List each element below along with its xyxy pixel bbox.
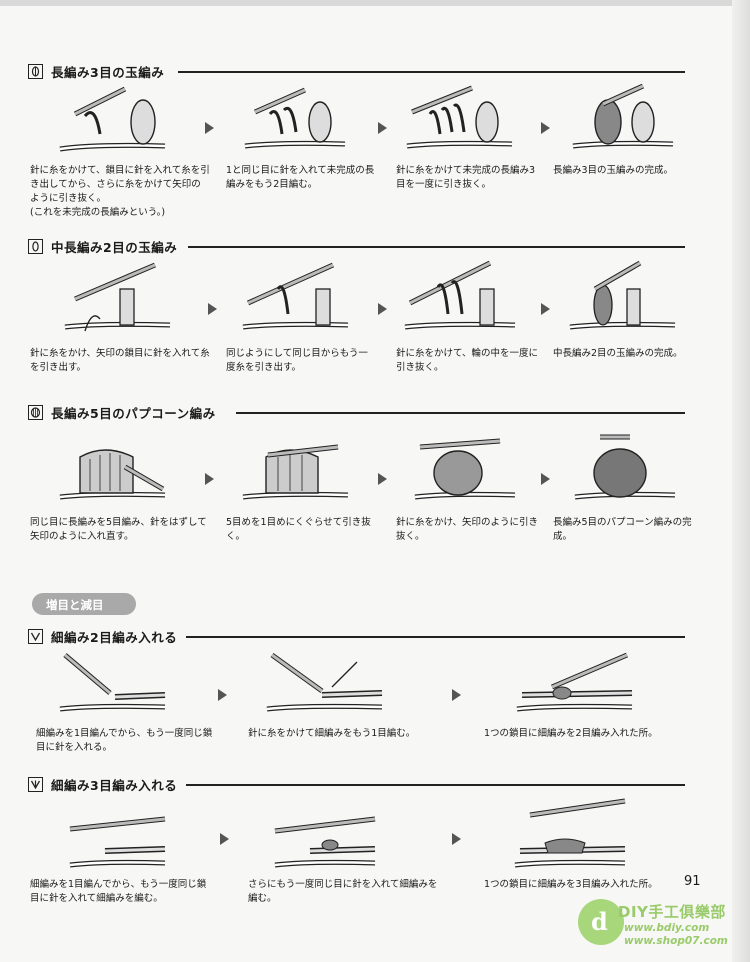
- section-rule: [186, 636, 685, 638]
- step-caption: 1つの鎖目に細編みを3目編み入れた所。: [484, 879, 658, 890]
- next-arrow-icon: [378, 303, 387, 315]
- step-illustration: [55, 427, 170, 507]
- step-caption: 同じ目に長編みを5目編み、針をはずして矢印のように入れ直す。: [30, 517, 207, 542]
- section-header: 中長編み2目の玉編み: [28, 237, 177, 255]
- section-header: 長編み3目の玉編み: [28, 62, 164, 80]
- step-caption: 針に糸をかけて、鎖目に針を入れて糸を引き出してから、さらに糸をかけて矢印のように…: [30, 165, 210, 218]
- section-title: 細編み2目編み入れる: [51, 629, 178, 645]
- category-pill: 増目と減目: [32, 593, 136, 615]
- step-illustration: [270, 795, 380, 875]
- next-arrow-icon: [541, 303, 550, 315]
- page-number: 91: [684, 874, 701, 889]
- step-caption: 細編みを1目編んでから、もう一度同じ鎖目に針を入れる。: [36, 728, 213, 753]
- logo-icon: d: [578, 899, 624, 945]
- section-rule: [178, 71, 685, 73]
- step-illustration: [510, 795, 630, 875]
- next-arrow-icon: [205, 473, 214, 485]
- popcorn-symbol-icon: [28, 404, 43, 420]
- bobble-symbol-icon: [28, 63, 43, 79]
- step-caption: 同じようにして同じ目からもう一度糸を引き出す。: [226, 348, 368, 373]
- section-hdc2-bobble: 中長編み2目の玉編み 針に糸をかけ、矢印の鎖目に針を入れて糸を引き出す。 同じよ…: [0, 237, 732, 387]
- step-illustration: [65, 795, 170, 875]
- next-arrow-icon: [541, 122, 550, 134]
- section-popcorn: 長編み5目のパプコーン編み 同じ目に長編みを5目編み、針をはずして矢印のように入…: [0, 403, 732, 563]
- next-arrow-icon: [452, 689, 461, 701]
- step-caption: 針に糸をかけて未完成の長編み3目を一度に引き抜く。: [396, 165, 536, 190]
- watermark-logo: d DIY手工俱樂部 www.bdiy.com www.shop07.com: [578, 895, 728, 955]
- section-rule: [186, 784, 685, 786]
- step-caption: 細編みを1目編んでから、もう一度同じ鎖目に針を入れて細編みを編む。: [30, 879, 207, 904]
- next-arrow-icon: [378, 122, 387, 134]
- step-caption: 長編み3目の玉編みの完成。: [553, 165, 674, 176]
- page-edge-top: [0, 0, 750, 6]
- logo-title: DIY手工俱樂部: [618, 903, 726, 921]
- step-illustration: [410, 427, 520, 507]
- step-caption: 1と同じ目に針を入れて未完成の長編みをもう2目編む。: [226, 165, 375, 190]
- section-rule: [188, 246, 685, 248]
- step-illustration: [400, 259, 520, 339]
- step-illustration: [240, 84, 350, 159]
- section-rule: [236, 412, 685, 414]
- step-illustration: [238, 427, 353, 507]
- step-illustration: [402, 84, 517, 159]
- next-arrow-icon: [218, 689, 227, 701]
- next-arrow-icon: [220, 833, 229, 845]
- step-illustration: [262, 647, 387, 719]
- page-edge-right: [732, 0, 750, 962]
- section-dc3-bobble: 長編み3目の玉編み 針に糸をかけて、鎖目に針を入れて糸を引き出してから、さらに糸…: [0, 62, 732, 232]
- step-illustration: [55, 84, 170, 159]
- step-caption: 針に糸をかけ、矢印のように引き抜く。: [396, 517, 539, 542]
- section-title: 長編み5目のパプコーン編み: [51, 405, 216, 421]
- next-arrow-icon: [208, 303, 217, 315]
- increase-3-symbol-icon: [28, 776, 43, 792]
- step-caption: 1つの鎖目に細編みを2目編み入れた所。: [484, 728, 658, 739]
- category-label: 増目と減目: [46, 598, 104, 612]
- section-sc3-inc: 細編み3目編み入れる 細編みを1目編んでから、もう一度同じ鎖目に針を入れて細編み…: [0, 775, 732, 910]
- section-title: 細編み3目編み入れる: [51, 777, 178, 793]
- increase-2-symbol-icon: [28, 628, 43, 644]
- step-caption: 5目めを1目めにくぐらせて引き抜く。: [226, 517, 371, 542]
- section-header: 長編み5目のパプコーン編み: [28, 403, 216, 421]
- step-illustration: [565, 259, 680, 339]
- step-illustration: [60, 259, 175, 339]
- section-header: 細編み2目編み入れる: [28, 627, 177, 645]
- logo-url: www.shop07.com: [624, 935, 728, 947]
- next-arrow-icon: [378, 473, 387, 485]
- logo-url: www.bdiy.com: [624, 922, 710, 934]
- step-illustration: [238, 259, 353, 339]
- section-title: 長編み3目の玉編み: [51, 64, 165, 80]
- next-arrow-icon: [541, 473, 550, 485]
- step-caption: 中長編み2目の玉編みの完成。: [553, 348, 683, 359]
- next-arrow-icon: [452, 833, 461, 845]
- section-header: 細編み3目編み入れる: [28, 775, 177, 793]
- step-illustration: [512, 647, 637, 719]
- step-caption: 長編み5目のパプコーン編みの完成。: [553, 517, 692, 542]
- step-caption: さらにもう一度同じ目に針を入れて細編みを編む。: [248, 879, 438, 904]
- section-sc2-inc: 細編み2目編み入れる 細編みを1目編んでから、もう一度同じ鎖目に針を入れる。 針…: [0, 627, 732, 757]
- step-illustration: [55, 647, 170, 719]
- step-illustration: [568, 84, 678, 159]
- next-arrow-icon: [205, 122, 214, 134]
- bobble-symbol-icon: [28, 238, 43, 254]
- step-caption: 針に糸をかけて細編みをもう1目編む。: [248, 728, 416, 739]
- step-caption: 針に糸をかけて、輪の中を一度に引き抜く。: [396, 348, 539, 373]
- step-illustration: [570, 427, 680, 507]
- section-title: 中長編み2目の玉編み: [51, 239, 178, 255]
- step-caption: 針に糸をかけ、矢印の鎖目に針を入れて糸を引き出す。: [30, 348, 210, 373]
